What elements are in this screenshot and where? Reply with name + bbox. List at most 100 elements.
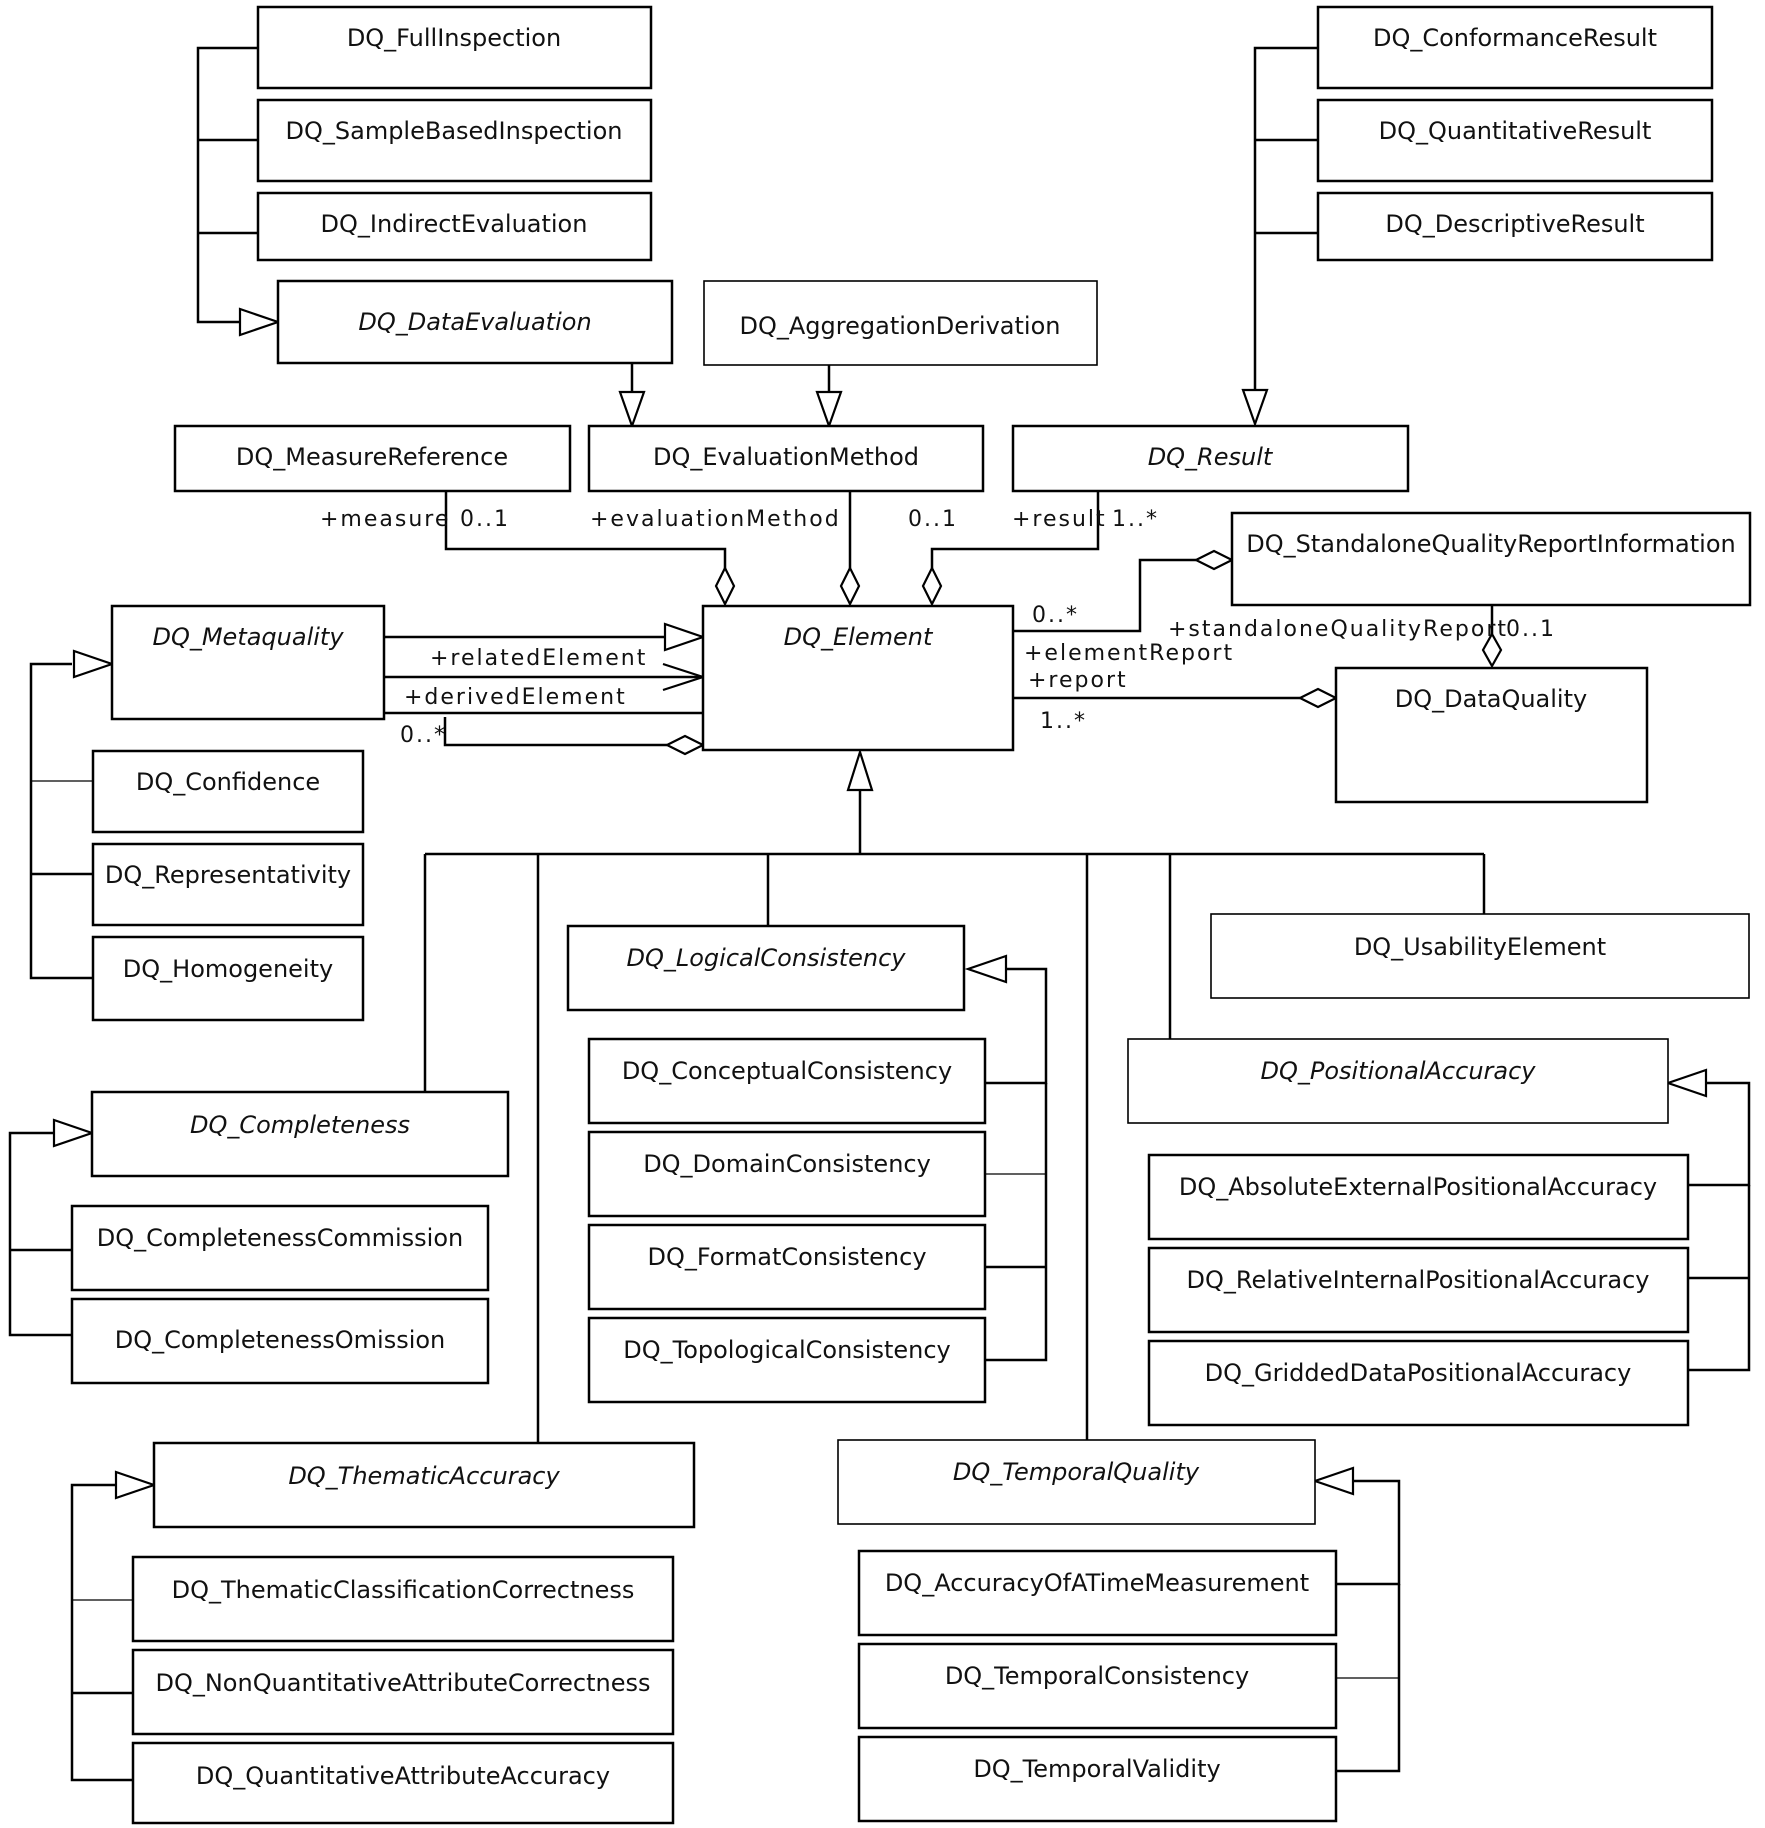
class-completeness-omission[interactable]: DQ_CompletenessOmission (70, 1297, 490, 1385)
class-non-quantitative-attribute-correctness[interactable]: DQ_NonQuantitativeAttributeCorrectness (131, 1648, 675, 1736)
class-quantitative-attribute-accuracy[interactable]: DQ_QuantitativeAttributeAccuracy (131, 1741, 675, 1825)
class-name: DQ_DataEvaluation (358, 308, 591, 336)
generalization-line-positional-accuracy (1688, 1081, 1751, 1187)
class-name: DQ_IndirectEvaluation (321, 210, 588, 238)
class-result[interactable]: DQ_Result (1011, 424, 1410, 493)
class-temporal-consistency[interactable]: DQ_TemporalConsistency (857, 1642, 1338, 1730)
aggregation-diamond-result (921, 565, 943, 607)
class-name: DQ_EvaluationMethod (653, 443, 919, 471)
class-thematic-accuracy[interactable]: DQ_ThematicAccuracy (152, 1441, 696, 1529)
class-name: DQ_FormatConsistency (647, 1243, 926, 1271)
generalization-line-evaluation-subtypes (196, 46, 258, 324)
class-completeness[interactable]: DQ_Completeness (90, 1090, 510, 1178)
generalization-arrow-positional-accuracy (1664, 1068, 1708, 1098)
class-measure-reference[interactable]: DQ_MeasureReference (173, 424, 572, 493)
role-standalone-quality-report: +standaloneQualityReport (1168, 617, 1508, 642)
role-element-report: +elementReport (1024, 641, 1234, 666)
class-name: DQ_Result (1148, 443, 1274, 471)
mult-measure: 0..1 (460, 507, 510, 532)
generalization-line-positional-accuracy-2 (1688, 1185, 1751, 1372)
class-name: DQ_ThematicClassificationCorrectness (172, 1576, 635, 1604)
class-conceptual-consistency[interactable]: DQ_ConceptualConsistency (587, 1037, 987, 1125)
class-representativity[interactable]: DQ_Representativity (91, 842, 365, 927)
aggregation-diamond-derived-element (664, 734, 706, 756)
class-thematic-classification-correctness[interactable]: DQ_ThematicClassificationCorrectness (131, 1555, 675, 1643)
class-name: DQ_TemporalQuality (953, 1458, 1200, 1486)
generalization-arrow-element (846, 748, 874, 792)
mult-standalone-quality-report: 0..1 (1506, 617, 1556, 642)
class-name: DQ_DescriptiveResult (1385, 210, 1644, 238)
class-quantitative-result[interactable]: DQ_QuantitativeResult (1316, 98, 1714, 183)
class-absolute-external-positional-accuracy[interactable]: DQ_AbsoluteExternalPositionalAccuracy (1147, 1153, 1690, 1241)
role-related-element: +relatedElement (430, 646, 647, 671)
class-format-consistency[interactable]: DQ_FormatConsistency (587, 1223, 987, 1311)
class-logical-consistency[interactable]: DQ_LogicalConsistency (566, 924, 966, 1012)
role-result: +result (1012, 507, 1107, 532)
class-name: DQ_UsabilityElement (1354, 933, 1606, 961)
class-name: DQ_TopologicalConsistency (623, 1336, 951, 1364)
mult-result: 1..* (1112, 507, 1159, 532)
class-completeness-commission[interactable]: DQ_CompletenessCommission (70, 1204, 490, 1292)
class-confidence[interactable]: DQ_Confidence (91, 749, 365, 834)
class-temporal-validity[interactable]: DQ_TemporalValidity (857, 1735, 1338, 1823)
role-report: +report (1028, 668, 1128, 693)
class-data-evaluation[interactable]: DQ_DataEvaluation (276, 279, 674, 365)
class-relative-internal-positional-accuracy[interactable]: DQ_RelativeInternalPositionalAccuracy (1147, 1246, 1690, 1334)
class-sample-based-inspection[interactable]: DQ_SampleBasedInspection (256, 98, 653, 183)
generalization-line-thematic-accuracy (70, 1483, 133, 1782)
mult-report: 1..* (1040, 709, 1087, 734)
aggregation-diamond-measure (714, 565, 736, 607)
role-derived-element: +derivedElement (404, 685, 627, 710)
class-name: DQ_RelativeInternalPositionalAccuracy (1186, 1266, 1649, 1294)
class-name: DQ_MeasureReference (236, 443, 508, 471)
class-name: DQ_ConceptualConsistency (622, 1057, 952, 1085)
generalization-arrow-to-evaluation-method-1 (618, 390, 646, 430)
class-conformance-result[interactable]: DQ_ConformanceResult (1316, 5, 1714, 90)
class-name: DQ_DomainConsistency (643, 1150, 931, 1178)
class-data-quality[interactable]: DQ_DataQuality (1334, 666, 1649, 804)
generalization-arrow-to-evaluation-method-2 (815, 390, 843, 430)
generalization-arrow-data-evaluation (238, 307, 282, 337)
generalization-line-metaquality-subtypes (29, 662, 93, 980)
generalization-line-temporal-quality-2 (1336, 1584, 1401, 1773)
generalization-arrow-completeness (52, 1118, 96, 1148)
class-name: DQ_FullInspection (347, 24, 561, 52)
class-aggregation-derivation[interactable]: DQ_AggregationDerivation (703, 280, 1098, 366)
class-accuracy-of-a-time-measurement[interactable]: DQ_AccuracyOfATimeMeasurement (857, 1549, 1338, 1637)
class-full-inspection[interactable]: DQ_FullInspection (256, 5, 653, 90)
class-name: DQ_TemporalValidity (973, 1755, 1220, 1783)
class-name: DQ_Element (784, 623, 934, 651)
class-domain-consistency[interactable]: DQ_DomainConsistency (587, 1130, 987, 1218)
class-name: DQ_LogicalConsistency (626, 944, 906, 972)
generalization-arrow-temporal-quality (1311, 1466, 1355, 1496)
class-indirect-evaluation[interactable]: DQ_IndirectEvaluation (256, 191, 653, 262)
assoc-measure (444, 491, 727, 574)
class-topological-consistency[interactable]: DQ_TopologicalConsistency (587, 1316, 987, 1404)
class-name: DQ_ConformanceResult (1373, 24, 1657, 52)
class-usability-element[interactable]: DQ_UsabilityElement (1210, 913, 1750, 999)
generalization-line-result-subtypes (1253, 46, 1318, 390)
class-name: DQ_Homogeneity (123, 955, 333, 983)
class-standalone-quality-report-information[interactable]: DQ_StandaloneQualityReportInformation (1230, 511, 1752, 607)
class-gridded-data-positional-accuracy[interactable]: DQ_GriddedDataPositionalAccuracy (1147, 1339, 1690, 1427)
class-name: DQ_PositionalAccuracy (1260, 1057, 1536, 1085)
aggregation-diamond-standalone (1193, 549, 1235, 571)
generalization-arrow-metaquality-subtypes (72, 649, 116, 679)
generalization-line-temporal-quality (1336, 1479, 1401, 1586)
class-name: DQ_CompletenessCommission (97, 1224, 463, 1252)
class-temporal-quality[interactable]: DQ_TemporalQuality (837, 1439, 1316, 1525)
class-descriptive-result[interactable]: DQ_DescriptiveResult (1316, 191, 1714, 262)
class-name: DQ_NonQuantitativeAttributeCorrectness (155, 1669, 650, 1697)
generalization-line-logical-consistency-2 (985, 1083, 1048, 1362)
class-name: DQ_Completeness (190, 1111, 410, 1139)
role-evaluation-method: +evaluationMethod (590, 507, 841, 532)
class-name: DQ_Confidence (136, 768, 320, 796)
class-positional-accuracy[interactable]: DQ_PositionalAccuracy (1127, 1038, 1669, 1124)
class-name: DQ_Metaquality (152, 623, 344, 651)
class-evaluation-method[interactable]: DQ_EvaluationMethod (587, 424, 985, 493)
mult-derived-element: 0..* (400, 723, 447, 748)
class-element[interactable]: DQ_Element (701, 604, 1015, 752)
class-homogeneity[interactable]: DQ_Homogeneity (91, 935, 365, 1022)
class-metaquality[interactable]: DQ_Metaquality (110, 604, 386, 721)
